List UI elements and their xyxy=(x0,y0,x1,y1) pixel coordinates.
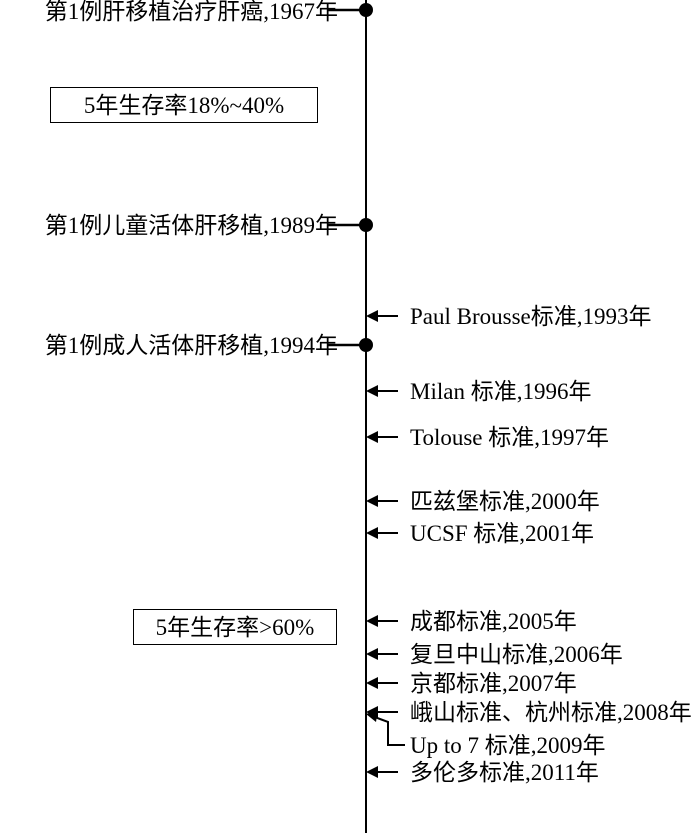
arrow-icon xyxy=(366,710,405,746)
criteria-label: Tolouse 标准,1997年 xyxy=(410,425,609,450)
arrow-icon xyxy=(366,431,398,443)
milestone-dot xyxy=(359,3,373,17)
criteria-label: 匹兹堡标准,2000年 xyxy=(410,489,600,514)
criteria-label: 峨山标准、杭州标准,2008年 xyxy=(410,700,692,725)
arrow-icon xyxy=(366,677,398,689)
criteria-arrows xyxy=(366,310,405,778)
arrow-icon xyxy=(366,495,398,507)
arrow-icon xyxy=(366,648,398,660)
arrow-icon xyxy=(366,310,398,322)
milestone-label: 第1例肝移植治疗肝癌,1967年 xyxy=(44,0,338,24)
criteria-label: Milan 标准,1996年 xyxy=(410,379,592,404)
criteria-label: Up to 7 标准,2009年 xyxy=(410,733,606,758)
milestone-dot xyxy=(359,218,373,232)
milestone-label: 第1例成人活体肝移植,1994年 xyxy=(44,333,338,358)
criteria-label: UCSF 标准,2001年 xyxy=(410,521,595,546)
arrow-icon xyxy=(366,766,398,778)
milestone-dot xyxy=(359,338,373,352)
survival-rate-box: 5年生存率18%~40% xyxy=(50,87,318,123)
milestone-label: 第1例儿童活体肝移植,1989年 xyxy=(44,213,338,238)
criteria-label: 成都标准,2005年 xyxy=(410,609,577,634)
criteria-label: Paul Brousse标准,1993年 xyxy=(410,304,652,329)
survival-rate-box: 5年生存率>60% xyxy=(133,609,337,645)
criteria-label: 京都标准,2007年 xyxy=(410,671,577,696)
arrow-icon xyxy=(366,615,398,627)
criteria-label: 复旦中山标准,2006年 xyxy=(410,642,623,667)
criteria-label: 多伦多标准,2011年 xyxy=(410,760,599,785)
arrow-icon xyxy=(366,385,398,397)
arrow-icon xyxy=(366,527,398,539)
